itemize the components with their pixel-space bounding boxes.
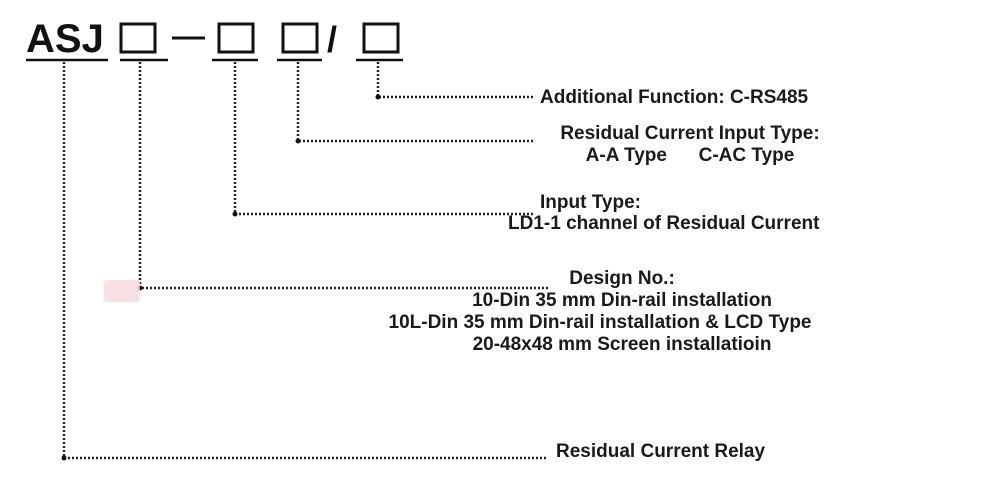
- connector-design-no: [138, 62, 548, 290]
- label-additional-function: Additional Function: C-RS485: [540, 87, 809, 108]
- connector-additional-function: [376, 62, 535, 99]
- label-design-title: Design No.:: [569, 268, 675, 289]
- label-design-option-1: 10-Din 35 mm Din-rail installation: [472, 290, 772, 311]
- code-box-2: [217, 22, 255, 54]
- label-residual-input-title: Residual Current Input Type:: [560, 123, 819, 144]
- pink-marker: [104, 280, 140, 302]
- code-box-4: [362, 22, 400, 54]
- label-input-type-title: Input Type:: [540, 192, 641, 213]
- connector-dots: [61, 94, 381, 461]
- code-box-3: [281, 22, 319, 54]
- code-box-1: [119, 22, 157, 54]
- connector-relay: [62, 62, 548, 460]
- connector-lines: [62, 62, 548, 460]
- code-slash: /: [327, 19, 337, 60]
- label-residual-current-relay: Residual Current Relay: [556, 441, 765, 462]
- label-design-option-3: 20-48x48 mm Screen installatioin: [473, 334, 772, 355]
- label-input-type-value: LD1-1 channel of Residual Current: [508, 213, 820, 234]
- label-residual-input-options: A-A Type C-AC Type: [586, 145, 795, 166]
- label-design-option-2: 10L-Din 35 mm Din-rail installation & LC…: [389, 312, 812, 333]
- connector-input-type-residual: [296, 62, 535, 143]
- model-prefix: ASJ: [26, 17, 104, 61]
- connector-input-type: [233, 62, 535, 216]
